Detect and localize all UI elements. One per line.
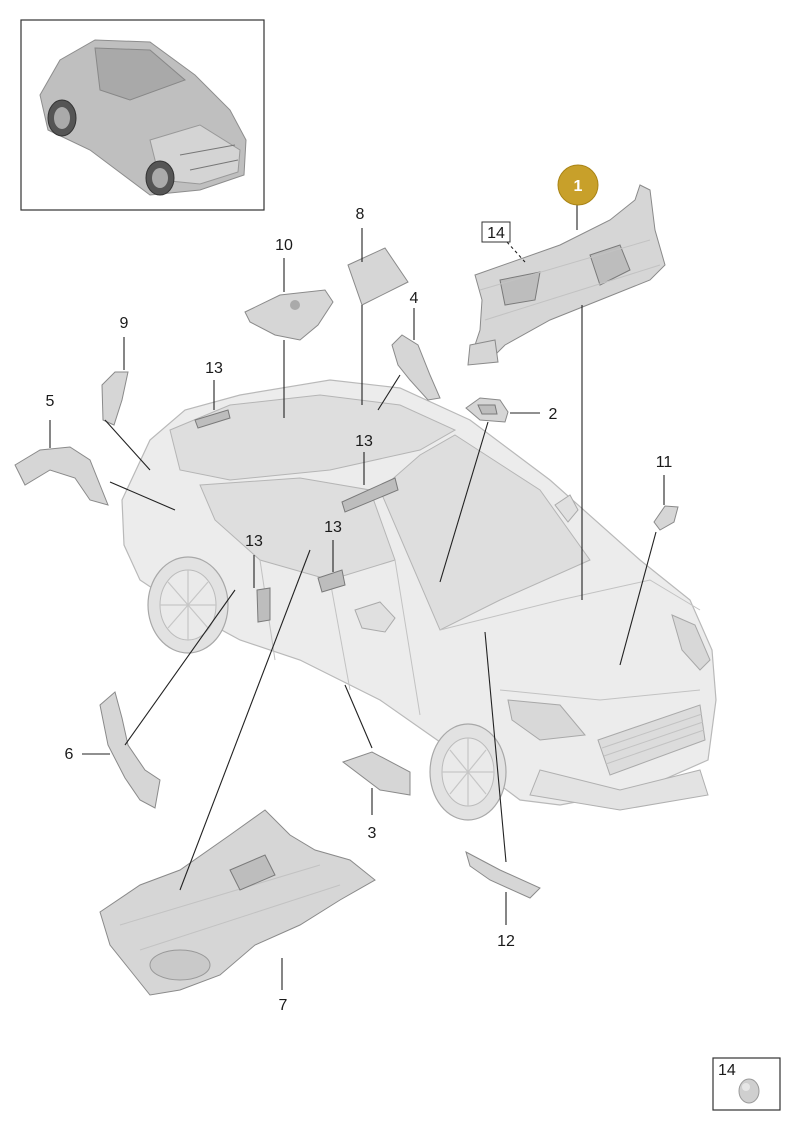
part-11-pad[interactable]	[653, 505, 679, 531]
part-4-insulator[interactable]	[391, 334, 441, 401]
part-12-pad[interactable]	[465, 851, 541, 899]
callout-13-pillar[interactable]: 13	[245, 533, 263, 550]
callout-4[interactable]: 4	[410, 290, 419, 307]
part-13-strips[interactable]	[194, 409, 399, 623]
part-8-pad[interactable]	[347, 247, 409, 306]
callout-13-door[interactable]: 13	[324, 519, 342, 536]
legend-14-box[interactable]: 14	[712, 1057, 781, 1111]
part-9-bracket[interactable]	[101, 371, 129, 426]
part-10-plate[interactable]	[244, 289, 334, 341]
callout-8[interactable]: 8	[356, 206, 365, 223]
callout-5[interactable]: 5	[46, 393, 55, 410]
callout-12[interactable]: 12	[497, 933, 515, 950]
part-5-wheelarch-insulation[interactable]	[14, 446, 109, 506]
callout-14-label: 14	[487, 225, 505, 242]
callout-14-box[interactable]: 14	[481, 221, 511, 243]
callout-13-center[interactable]: 13	[355, 433, 373, 450]
callout-9[interactable]: 9	[120, 315, 129, 332]
part-2-bracket[interactable]	[465, 397, 509, 423]
overview-car-image	[39, 39, 247, 196]
callout-13-roof[interactable]: 13	[205, 360, 223, 377]
clip-icon	[738, 1078, 760, 1104]
part-6-pillar-insulation[interactable]	[99, 691, 161, 809]
part-1-bulkhead-insulation[interactable]	[467, 184, 666, 366]
callout-6[interactable]: 6	[65, 746, 74, 763]
part-3-pad[interactable]	[341, 751, 411, 796]
callout-7[interactable]: 7	[279, 997, 288, 1014]
callout-1-label: 1	[574, 178, 583, 195]
overview-thumbnail[interactable]	[20, 19, 265, 211]
legend-14-label: 14	[718, 1062, 736, 1079]
callout-1-highlight[interactable]: 1	[557, 164, 599, 206]
callout-10[interactable]: 10	[275, 237, 293, 254]
callout-3[interactable]: 3	[368, 825, 377, 842]
part-7-floor-insulation[interactable]	[99, 809, 376, 996]
callout-11[interactable]: 11	[656, 454, 673, 471]
callout-2[interactable]: 2	[549, 406, 558, 423]
vehicle-outline	[121, 379, 717, 821]
leader-lines	[49, 205, 665, 990]
